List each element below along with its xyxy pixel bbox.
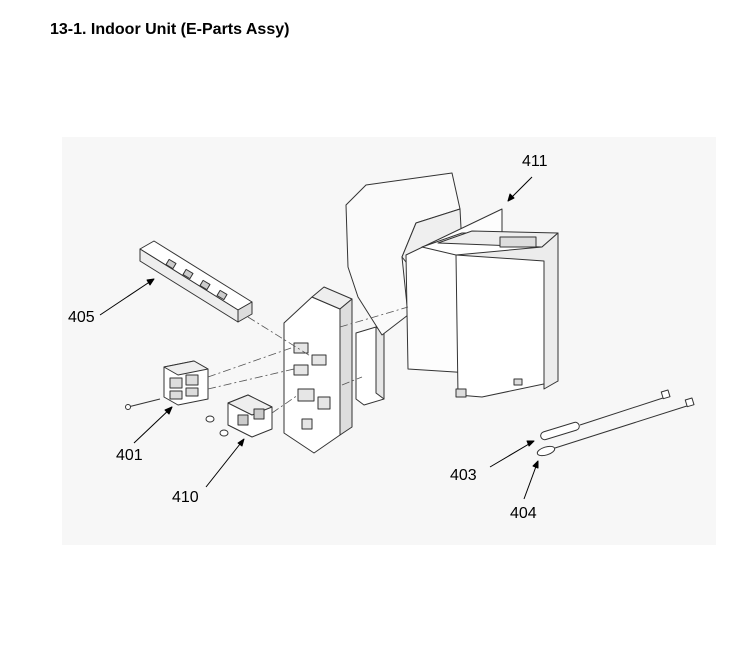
- callout-403: 403: [450, 467, 477, 484]
- alignment-lines: [207, 306, 409, 414]
- part-405-terminal-strip: [139, 240, 253, 323]
- callout-405: 405: [68, 309, 95, 326]
- part-403-404-sensors: [536, 389, 695, 457]
- electrical-box-frame: [283, 286, 353, 454]
- callout-404: 404: [510, 505, 537, 522]
- callout-410: 410: [172, 489, 199, 506]
- part-411-pcb-box: [405, 208, 559, 398]
- callout-401: 401: [116, 447, 143, 464]
- callout-411: 411: [522, 153, 548, 170]
- callout-arrows: [99, 176, 539, 500]
- side-bracket: [355, 326, 385, 406]
- diagram-drawing: [99, 172, 695, 500]
- part-401-terminal-block: [125, 360, 209, 410]
- section-title: 13-1. Indoor Unit (E-Parts Assy): [50, 21, 290, 38]
- exploded-parts-diagram: [62, 137, 716, 545]
- part-410-bracket: [205, 394, 273, 438]
